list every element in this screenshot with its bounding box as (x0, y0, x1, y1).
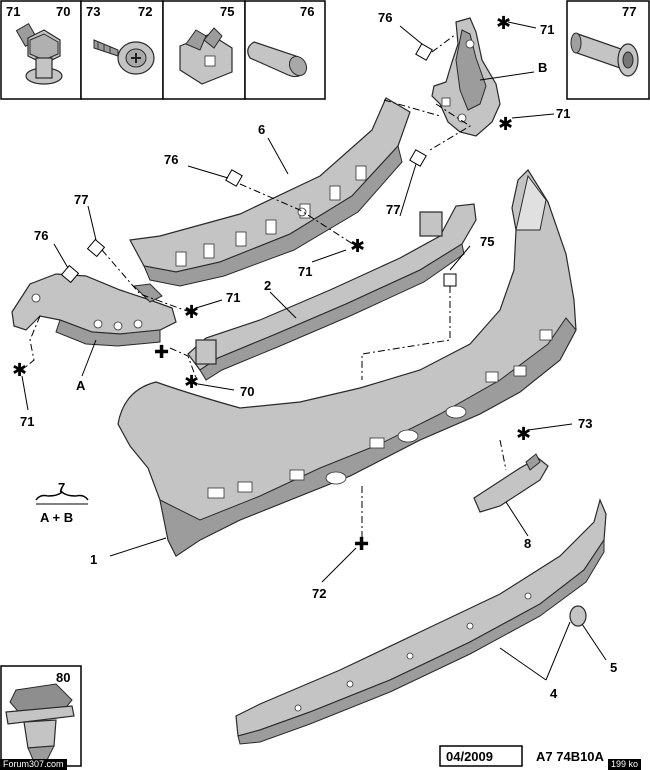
svg-text:71: 71 (6, 4, 20, 19)
flange-bolt-icon (15, 23, 63, 85)
callout-A-plus-B: A + B (40, 510, 73, 525)
svg-text:✱: ✱ (184, 372, 199, 393)
site-watermark: Forum307.com (0, 759, 67, 770)
footer-date: 04/2009 (446, 749, 493, 764)
callout-labels: 76 71 B 71 6 76 77 77 76 71 75 2 71 A 71… (20, 10, 617, 701)
svg-text:70: 70 (56, 4, 70, 19)
callout-1: 1 (90, 552, 97, 567)
callout-71-lower: 71 (20, 414, 34, 429)
callout-70: 70 (240, 384, 254, 399)
push-clip-icon (5, 683, 75, 763)
file-size-badge: 199 ko (608, 759, 642, 770)
cap-5 (569, 605, 587, 627)
svg-text:76: 76 (300, 4, 314, 19)
svg-text:75: 75 (220, 4, 234, 19)
clip-nut-icon (179, 27, 233, 85)
callout-7: 7 (58, 480, 65, 495)
callout-76-mid: 76 (164, 152, 178, 167)
svg-text:✚: ✚ (354, 534, 369, 555)
absorber-6 (129, 97, 411, 287)
callout-B: B (538, 60, 547, 75)
bumper-shell-1 (117, 169, 577, 557)
svg-text:✱: ✱ (350, 236, 365, 257)
callout-73: 73 (578, 416, 592, 431)
callout-71-right: 71 (556, 106, 570, 121)
fixing-point-markers: ✱ ✱ ✱ ✱ ✚ ✱ ✱ ✱ ✚ (12, 13, 531, 555)
footer-ref: A7 74B10A (536, 749, 605, 764)
bracket-B (431, 17, 501, 137)
callout-75: 75 (480, 234, 494, 249)
plug-rivet-icon (247, 41, 308, 78)
callout-4: 4 (550, 686, 558, 701)
callout-77-left: 77 (74, 192, 88, 207)
callout-76-top: 76 (378, 10, 392, 25)
fitting-markers (60, 43, 457, 287)
footer-date-box: 04/2009 (439, 745, 523, 767)
callout-5: 5 (610, 660, 617, 675)
callout-77-mid: 77 (386, 202, 400, 217)
svg-text:✱: ✱ (184, 302, 199, 323)
fastener-box-77: 77 (566, 0, 650, 100)
fastener-box-73-72: 73 72 (80, 0, 164, 100)
bracket-A (11, 273, 177, 347)
callout-71-top: 71 (540, 22, 554, 37)
lower-trim-4 (235, 498, 607, 745)
leader-lines (21, 21, 607, 681)
callout-6: 6 (258, 122, 265, 137)
svg-text:73: 73 (86, 4, 100, 19)
svg-text:77: 77 (622, 4, 636, 19)
fastener-box-76: 76 (244, 0, 326, 100)
svg-text:✱: ✱ (498, 114, 513, 135)
screw-with-nut-icon (93, 39, 155, 75)
svg-text:80: 80 (56, 670, 70, 685)
svg-text:✱: ✱ (12, 360, 27, 381)
expansion-nut-icon (570, 32, 639, 77)
callout-2: 2 (264, 278, 271, 293)
fastener-box-71-70: 71 70 (0, 0, 82, 100)
svg-text:✱: ✱ (496, 13, 511, 34)
bracket-8 (473, 453, 549, 513)
svg-text:✱: ✱ (516, 424, 531, 445)
svg-text:✚: ✚ (154, 342, 169, 363)
fastener-box-80: 80 (0, 665, 82, 767)
callout-76-left: 76 (34, 228, 48, 243)
callout-8: 8 (524, 536, 531, 551)
reinforcement-beam-2 (187, 203, 477, 381)
callout-72: 72 (312, 586, 326, 601)
fastener-box-75: 75 (162, 0, 246, 100)
callout-71-bracket: 71 (226, 290, 240, 305)
callout-71-mid: 71 (298, 264, 312, 279)
svg-text:72: 72 (138, 4, 152, 19)
callout-A: A (76, 378, 86, 393)
assembly-lines (21, 33, 507, 540)
